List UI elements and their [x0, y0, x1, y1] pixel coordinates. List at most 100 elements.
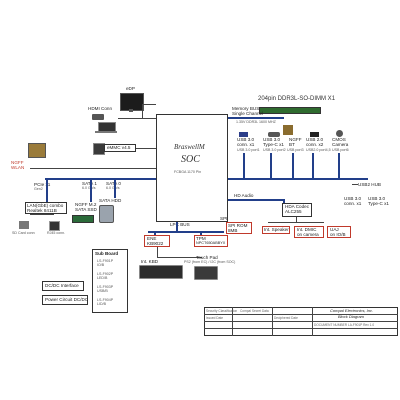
- periph-typec-line1: USB 3.0: [263, 137, 281, 142]
- usb30-x1a-line1: USB 3.0: [344, 196, 362, 201]
- subboard-item-4-line2: LID/B: [97, 302, 106, 306]
- ene-block: [144, 235, 170, 247]
- title-block-h2: [204, 321, 398, 322]
- subboard-block: [92, 249, 128, 313]
- int-dmic-label-2: on camera: [297, 232, 319, 237]
- memory-bus-label-1: Memory BUS: [232, 106, 260, 111]
- lpc-drop-ene: [154, 231, 156, 236]
- hda-codec-block: [282, 203, 312, 217]
- title-block-v1: [232, 307, 233, 336]
- title-block-v3: [312, 307, 313, 336]
- ene-touchpad-line: [157, 257, 202, 258]
- wlan-card-icon: [28, 143, 46, 158]
- audio-stem: [296, 217, 297, 222]
- spi-rom-label-1: SPI ROM: [228, 223, 248, 228]
- subboard-title: Sub Board: [95, 251, 119, 256]
- usb30-typec-right-line2: Type-C x1: [368, 201, 389, 206]
- uaj-label-2: on IO/B: [330, 232, 346, 237]
- keyboard-icon: [139, 265, 183, 279]
- title-block-h1: [204, 314, 398, 315]
- sata-hdd-label: SATA HDD: [99, 198, 122, 203]
- wlan-line: [30, 168, 156, 169]
- periph-cmos-line2: Camera: [332, 142, 349, 147]
- title-sec-class: Security Classification: [206, 309, 238, 313]
- lpc-bus-line: [148, 231, 224, 233]
- ngff-wlan-label-2: WLAN: [11, 165, 25, 170]
- title-block-h3: [204, 328, 398, 329]
- dimm-icon: [259, 107, 321, 114]
- int-speaker-block: [262, 226, 290, 234]
- ngff-m2-label-2: SATA SSD: [75, 207, 97, 212]
- sd-card-icon: [19, 221, 29, 229]
- title-issued-date: Issued Date: [206, 316, 224, 320]
- sata1-sub: 6.0 Gb/s: [82, 186, 96, 190]
- periph-ngff-line1: NGFF: [289, 137, 302, 142]
- sata1-label: SATA 1: [82, 181, 97, 186]
- edp-panel-stand-icon: [129, 109, 133, 112]
- sd-card-label: SD Card conn: [12, 231, 35, 235]
- power-label: Power Circuit DC/DC: [45, 297, 89, 302]
- sata0-drop: [114, 178, 116, 198]
- subboard-item-2-line1: LS-F902P: [97, 272, 114, 276]
- dcdc-block: [42, 281, 84, 291]
- spi-rom-label-2: 8MB: [228, 228, 238, 233]
- usb30-typec-right-line1: USB 3.0: [368, 196, 386, 201]
- hdmi-line: [118, 118, 156, 119]
- title-deciphered-date: Deciphered Date: [274, 316, 298, 320]
- memory-sub: 1.35V DDR3L 1600 MHZ: [236, 120, 276, 124]
- hdd-icon: [99, 205, 114, 223]
- usb-hub-label: USB2 HUB: [358, 182, 381, 187]
- title-block-v2: [272, 307, 273, 336]
- tpm-label-1: TPM: [196, 236, 206, 241]
- periph-usb30-line2: conn. x1: [237, 142, 255, 147]
- periph-typec-line2: Type-C x1: [263, 142, 284, 147]
- drop-usb30: [243, 153, 245, 178]
- lan-split-line: [30, 214, 54, 215]
- power-block: [42, 295, 88, 305]
- sata1-drop: [90, 178, 92, 202]
- hda-bus-line: [228, 199, 284, 201]
- int-speaker-label: Int. Speaker: [264, 227, 289, 232]
- usb30-x1a-line2: conn. x1: [344, 201, 362, 206]
- pcie-sub: Gen2: [34, 187, 43, 191]
- lpc-bus-label: LPC BUS: [170, 222, 190, 227]
- title-title: Block Diagram: [338, 314, 365, 319]
- uaj-label-1: UAJ: [330, 227, 339, 232]
- hda-codec-label-2: ALC255: [285, 209, 302, 214]
- subboard-item-3-line1: LS-F903P: [97, 285, 114, 289]
- periph-cmos-line1: CMOS: [332, 137, 346, 142]
- lpc-stem: [176, 222, 178, 232]
- memory-title: 204pin DDR3L-SO-DIMM X1: [258, 96, 336, 102]
- usb-bus-line: [228, 178, 368, 180]
- hdmi-connector-icon: [92, 114, 104, 120]
- subboard-item-1-line1: LS-F901P: [97, 259, 114, 263]
- emmc-label: eMMC v4.5: [107, 145, 131, 150]
- hdmi-conn-label: HDMI Conn: [88, 106, 112, 111]
- subboard-item-3-line2: USB/B: [97, 289, 108, 293]
- ene-down-line: [157, 247, 158, 257]
- touchpad-label-2: PS2 (from EC) / I2C (from SOC): [184, 260, 236, 264]
- spi-label: SPI: [220, 216, 228, 221]
- pcie-label: PCIe x1: [34, 182, 51, 187]
- emmc-block: [104, 144, 136, 152]
- dcdc-label: DC/DC Interface: [45, 283, 79, 288]
- subboard-item-2-line2: LED/B: [97, 276, 108, 280]
- usb30-conn-icon: [239, 132, 248, 137]
- periph-usb20-line2: conn. x2: [306, 142, 324, 147]
- usb20-conn-icon: [310, 132, 319, 137]
- subboard-item-1-line2: IO/B: [97, 263, 105, 267]
- periph-ngff-line2: BT: [289, 142, 295, 147]
- title-block: [204, 307, 398, 336]
- drop-ngff: [292, 153, 294, 178]
- title-company: Compal Electronics, Inc.: [330, 308, 374, 313]
- title-doc-line: DOCUMENT NUMBER LA-F901P Rev 1.0: [314, 323, 375, 327]
- edp-label: eDP: [126, 86, 135, 91]
- emmc-line: [136, 148, 156, 149]
- periph-usb20-sub: USB2.0 port4,5: [306, 148, 331, 152]
- periph-ngff-sub: USB port3: [287, 148, 304, 152]
- drop-usb20: [312, 153, 314, 178]
- soc-package: FCBGA 1170 Pin: [174, 170, 202, 174]
- usb-hub-line: [352, 184, 358, 185]
- spi-rom-block: [226, 222, 252, 234]
- subboard-item-4-line1: LS-F904P: [97, 298, 114, 302]
